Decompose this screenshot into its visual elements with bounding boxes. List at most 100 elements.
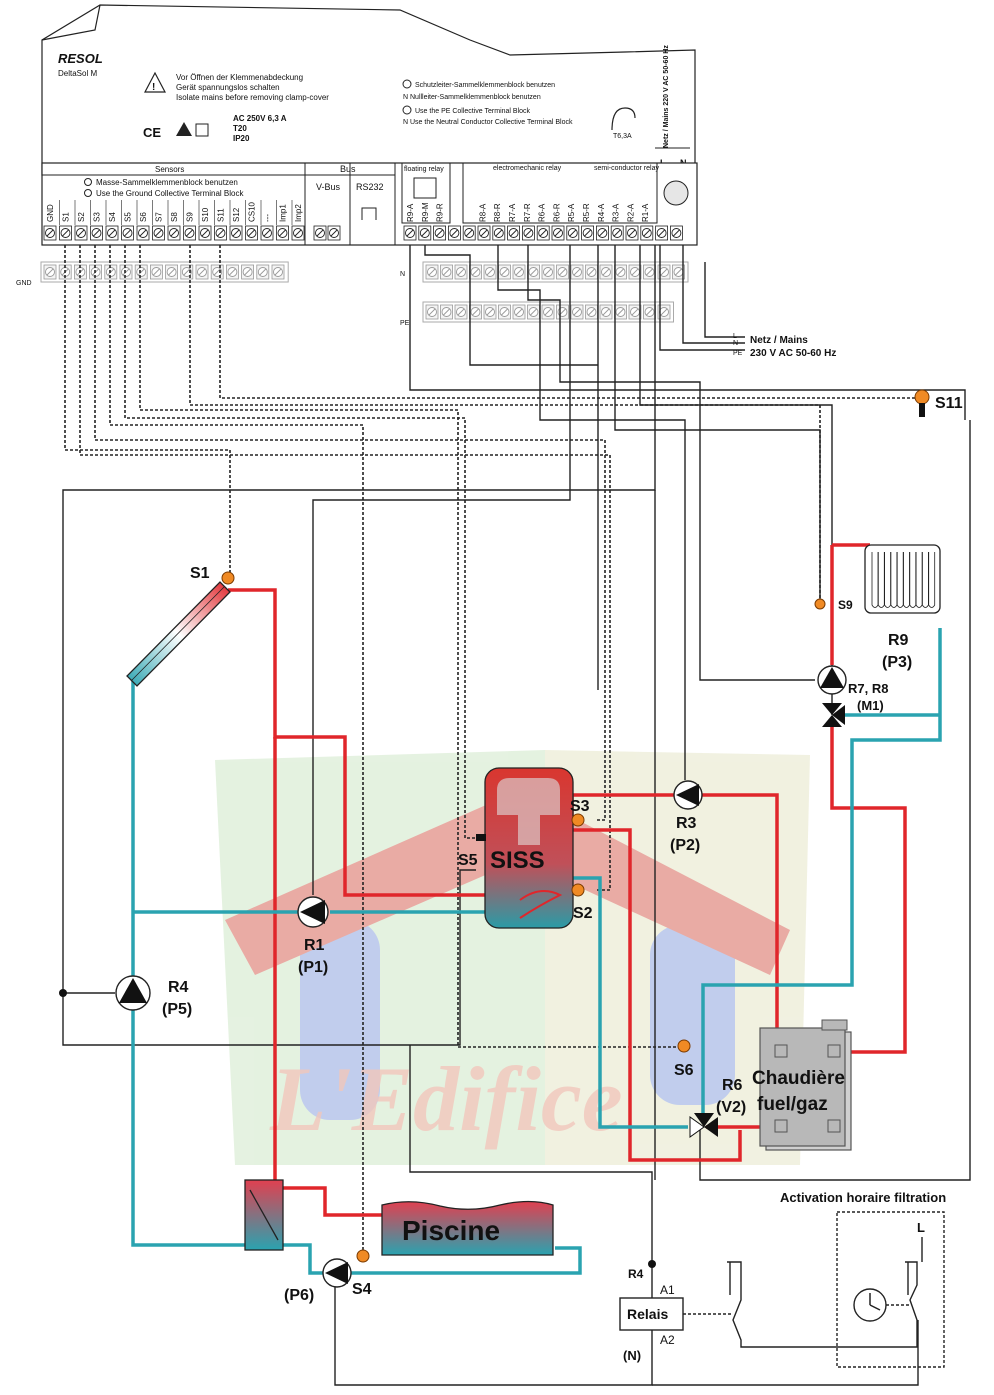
- vbus-label: V-Bus: [316, 182, 341, 192]
- timer-l-label: L: [917, 1220, 925, 1235]
- sensor-s1-dot: [221, 571, 235, 585]
- tank-label: SISS: [490, 847, 545, 874]
- relay-terminal-label: R2-A: [626, 203, 635, 222]
- sensors-header: Sensors: [155, 165, 184, 174]
- gnd-collective-block: [40, 261, 289, 283]
- mains-pe-label: PE: [733, 350, 743, 357]
- note-1: Schutzleiter-Sammelklemmenblock benutzen: [415, 82, 555, 89]
- relay-terminal-label: R6-A: [538, 203, 547, 222]
- sensor-terminal-label: S9: [186, 212, 195, 222]
- sensor-terminal-label: S8: [170, 212, 179, 222]
- mains-l-label: L: [733, 333, 737, 340]
- relay-terminal-label: R6-R: [552, 203, 561, 222]
- warning-triangle-icon: [144, 71, 166, 93]
- sensor-s2-dot: [571, 883, 585, 897]
- pool: Piscine: [381, 1200, 554, 1256]
- component-labels: S1 S3 S5 S2 S6 S4 S9 S11 R1 (P1) R3 (P2)…: [162, 395, 963, 1304]
- sensors-note-2: Use the Ground Collective Terminal Block: [96, 189, 244, 198]
- label-s11: S11: [935, 395, 963, 412]
- sensors-note-1: Masse-Sammelklemmenblock benutzen: [96, 178, 238, 187]
- heat-exchanger: [244, 1179, 284, 1251]
- sensor-s11-dot: [914, 389, 930, 405]
- label-r3: R3: [676, 815, 697, 832]
- label-r4: R4: [168, 979, 189, 996]
- relay-section: R4 A1 Relais A2 (N) Activation horaire f…: [619, 1190, 946, 1368]
- watermark-house: L'Edifice: [215, 750, 810, 1165]
- sensor-terminal-label: Imp1: [279, 204, 288, 222]
- esd-icon: [176, 122, 192, 136]
- warning-line-2: Gerät spannungslos schalten: [176, 83, 280, 92]
- pump-r9: [817, 665, 847, 695]
- sensor-s3-dot: [571, 813, 585, 827]
- pool-label: Piscine: [402, 1215, 500, 1246]
- mains-box-label: Netz / Mains 220 V AC 50-60 Hz: [663, 45, 670, 148]
- relay-a1-label: A1: [660, 1283, 675, 1297]
- relay-box: [619, 1297, 684, 1331]
- bus-header: Bus: [340, 164, 356, 174]
- sensor-terminal-label: ---: [263, 214, 272, 222]
- fuse-label: T6,3A: [613, 133, 632, 140]
- label-s4: S4: [352, 1281, 372, 1298]
- relay-n-label: (N): [623, 1348, 641, 1363]
- relay-terminal-labels: R9-A R9-M R9-R R8-A R8-R R7-A R7-R R6-A R6-R R5-A…: [406, 202, 650, 222]
- diverting-valve-v2: [689, 1113, 718, 1138]
- sensor-terminal-label: S3: [93, 212, 102, 222]
- pe-collective-block: [422, 301, 674, 323]
- label-r1: R1: [304, 937, 325, 954]
- sensor-terminal-label: S6: [139, 212, 148, 222]
- relay-terminal-label: R8-R: [493, 203, 502, 222]
- relay-terminal-label: R8-A: [478, 203, 487, 222]
- label-r9: R9: [888, 632, 909, 649]
- relay-terminal-label: R9-R: [436, 203, 445, 222]
- solar-collector: [126, 581, 231, 687]
- label-r6: R6: [722, 1077, 743, 1094]
- relay-terminal-label: R7-A: [508, 203, 517, 222]
- electromechanic-relay-label: electromechanic relay: [493, 165, 562, 172]
- sensor-wiring: [64, 245, 920, 1252]
- recycle-icon: [195, 123, 209, 137]
- mains-label-line1: Netz / Mains: [750, 335, 808, 346]
- n-block-label: N: [400, 271, 405, 278]
- semiconductor-relay-label: semi-conductor relay: [594, 165, 659, 172]
- boiler-label-2: fuel/gaz: [757, 1094, 828, 1115]
- sensor-terminal-label: S2: [77, 212, 86, 222]
- relay-terminal-label: R4-A: [597, 203, 606, 222]
- relay-terminal-label: R9-A: [406, 203, 415, 222]
- note-4: N Use the Neutral Conductor Collective T…: [403, 119, 573, 126]
- label-s2: S2: [573, 905, 593, 922]
- label-s5: S5: [458, 852, 478, 869]
- sensor-terminal-label: S1: [62, 212, 71, 222]
- label-s9: S9: [838, 598, 853, 612]
- pump-p6: [322, 1258, 352, 1288]
- mains-n-label: N: [733, 340, 738, 347]
- relay-terminal-label: R1-A: [641, 203, 650, 222]
- relay-terminal-label: R7-R: [523, 203, 532, 222]
- ce-mark: CE: [143, 125, 161, 140]
- gnd-label: GND: [16, 280, 32, 287]
- sensor-terminal-label: S12: [232, 207, 241, 222]
- sensor-s4-dot: [356, 1249, 370, 1263]
- sensor-terminal-label: S7: [155, 212, 164, 222]
- rs232-label: RS232: [356, 182, 384, 192]
- n-collective-block: [422, 261, 689, 283]
- label-s1: S1: [190, 565, 210, 582]
- pump-r4: [115, 975, 151, 1011]
- pe-block-label: PE: [400, 320, 410, 327]
- mains-label-line2: 230 V AC 50-60 Hz: [750, 348, 836, 359]
- controller-button[interactable]: [663, 180, 689, 206]
- label-p1: (P1): [298, 959, 328, 976]
- relay-terminal-label: R9-M: [421, 202, 430, 222]
- relay-terminal-label: R5-A: [567, 203, 576, 222]
- model-name: DeltaSol M: [58, 69, 97, 78]
- sensor-terminal-label: GND: [46, 204, 55, 222]
- sensor-s5-dot: [476, 834, 486, 841]
- cold-piping: [131, 628, 942, 1275]
- warning-line-3: Isolate mains before removing clamp-cove…: [176, 93, 329, 102]
- relay-a2-label: A2: [660, 1333, 675, 1347]
- terminal-panel: Sensors Masse-Sammelklemmenblock benutze…: [16, 162, 698, 327]
- boiler: Chaudière fuel/gaz: [752, 1019, 852, 1151]
- label-v2: (V2): [716, 1099, 746, 1116]
- pe-symbol-icon: [402, 105, 412, 115]
- label-r78: R7, R8: [848, 681, 888, 696]
